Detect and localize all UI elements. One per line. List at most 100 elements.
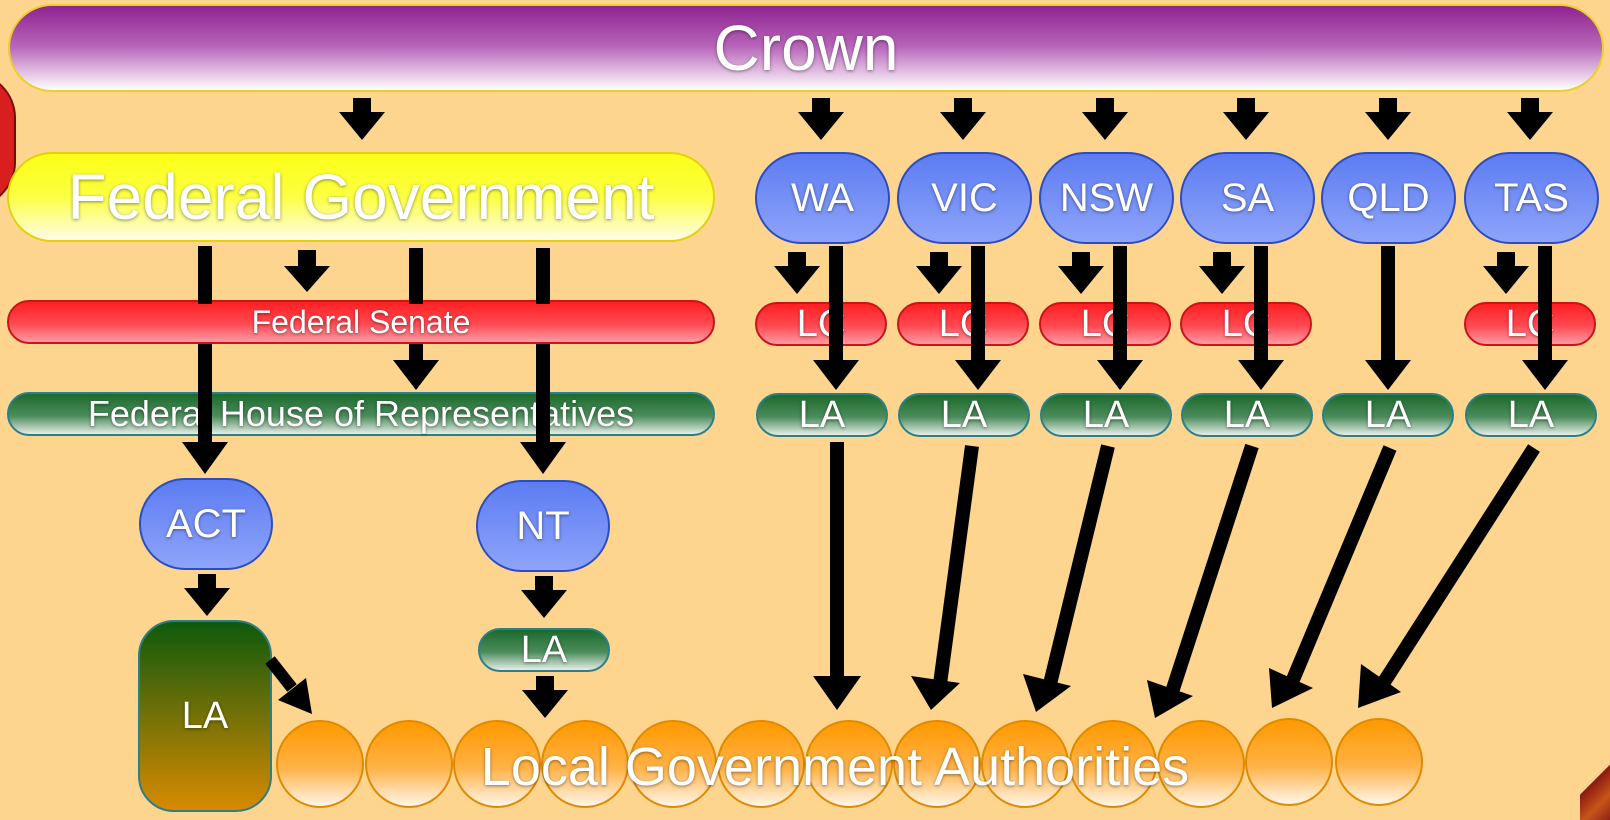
state-wa-label: WA (791, 175, 854, 220)
arrow-nt-la-to-local (522, 676, 568, 718)
crown-label: Crown (713, 12, 899, 84)
arrow-sa-la-to-local (1147, 680, 1193, 718)
line-federal-house-upper (409, 248, 423, 304)
state-nsw-box: NSW (1039, 152, 1174, 244)
local-authority-circle (717, 720, 805, 808)
arrow-to-house (393, 360, 439, 390)
state-nsw-la-box: LA (1040, 393, 1172, 437)
arrow-vic-to-la (955, 360, 1001, 390)
state-tas-label: TAS (1494, 175, 1569, 220)
line-federal-act-lower (198, 344, 212, 442)
local-authority-circle (1335, 718, 1423, 806)
local-authority-circle (1069, 720, 1157, 808)
territory-act-box: ACT (139, 478, 273, 570)
state-nsw-label: NSW (1059, 175, 1154, 220)
territory-nt-label: NT (516, 503, 570, 548)
arrow-nsw-to-la (1097, 360, 1143, 390)
local-authority-circle (541, 720, 629, 808)
federal-senate-box: Federal Senate (7, 300, 715, 344)
line-nsw-to-la (1113, 246, 1127, 362)
arrow-act-to-la (184, 574, 230, 616)
federal-senate-label: Federal Senate (251, 303, 471, 340)
state-wa-la-box: LA (756, 393, 888, 437)
territory-act-label: ACT (166, 501, 246, 546)
state-nsw-la-label: LA (1082, 393, 1130, 436)
arrow-qld-la-to-local (1269, 668, 1313, 708)
arrow-crown-to-nsw (1082, 98, 1128, 140)
local-government-label: Local Government Authorities (480, 737, 1190, 797)
federal-government-box: Federal Government (7, 152, 715, 242)
decorative-corner-image (1580, 740, 1610, 820)
local-authority-circle (276, 720, 364, 808)
state-sa-label: SA (1220, 175, 1275, 220)
local-authority-circle (453, 720, 541, 808)
local-authority-circle (1245, 718, 1333, 806)
state-qld-box: QLD (1321, 152, 1456, 244)
arrow-federal-to-senate (284, 250, 330, 292)
line-wa-to-la (829, 246, 843, 362)
state-vic-la-box: LA (898, 393, 1030, 437)
arrow-tas-to-lc (1483, 252, 1529, 294)
state-tas-la-label: LA (1507, 393, 1555, 436)
arrow-nt-to-la (521, 576, 567, 618)
line-sa-to-la (1254, 246, 1268, 362)
nt-la-box: LA (478, 628, 610, 672)
arrow-qld-to-la (1365, 360, 1411, 390)
line-federal-act-upper (198, 246, 212, 304)
state-tas-la-box: LA (1465, 393, 1597, 437)
state-sa-box: SA (1180, 152, 1315, 244)
arrow-vic-la-to-local (911, 676, 960, 710)
arrow-to-act (182, 442, 228, 474)
line-tas-to-la (1538, 246, 1552, 362)
line-vic-la-to-local (933, 445, 979, 685)
state-wa-la-label: LA (798, 393, 846, 436)
arrow-sa-to-la (1238, 360, 1284, 390)
line-vic-to-la (971, 246, 985, 362)
arrow-nsw-la-to-local (1023, 674, 1071, 712)
local-authority-circle (893, 720, 981, 808)
line-tas-la-to-local (1378, 444, 1540, 686)
state-sa-la-label: LA (1223, 393, 1271, 436)
arrow-crown-to-sa (1223, 98, 1269, 140)
local-authority-circle (365, 720, 453, 808)
arrow-crown-to-federal (339, 98, 385, 140)
line-act-la-to-local (265, 656, 297, 692)
arrow-to-nt (520, 442, 566, 474)
local-authority-circle (805, 720, 893, 808)
local-authority-circle (629, 720, 717, 808)
act-la-box: LA (138, 620, 272, 812)
arrow-wa-to-lc (774, 252, 820, 294)
arrow-crown-to-tas (1507, 98, 1553, 140)
local-authority-circle (981, 720, 1069, 808)
arrow-tas-la-to-local (1358, 664, 1401, 708)
line-federal-nt-lower (536, 344, 550, 442)
line-nsw-la-to-local (1043, 444, 1115, 686)
federal-government-label: Federal Government (67, 161, 655, 233)
local-authority-circle (1157, 720, 1245, 808)
arrow-wa-la-to-local (813, 676, 861, 710)
line-qld-la-to-local (1285, 445, 1397, 685)
state-qld-la-label: LA (1364, 393, 1412, 436)
state-wa-box: WA (755, 152, 890, 244)
territory-nt-box: NT (476, 480, 610, 572)
arrow-crown-to-vic (940, 98, 986, 140)
line-federal-nt-upper (536, 248, 550, 304)
arrow-crown-to-qld (1365, 98, 1411, 140)
state-tas-box: TAS (1464, 152, 1599, 244)
arrow-crown-to-wa (798, 98, 844, 140)
state-sa-la-box: LA (1181, 393, 1313, 437)
arrow-nsw-to-lc (1058, 252, 1104, 294)
arrow-vic-to-lc (916, 252, 962, 294)
act-la-label: LA (181, 694, 229, 737)
state-qld-la-box: LA (1322, 393, 1454, 437)
arrow-act-la-to-local (278, 678, 312, 714)
arrow-wa-to-la (813, 360, 859, 390)
state-qld-label: QLD (1347, 175, 1430, 220)
line-sa-la-to-local (1165, 443, 1259, 695)
line-qld-to-la (1381, 246, 1395, 362)
crown-box: Crown (8, 4, 1604, 92)
state-vic-box: VIC (897, 152, 1032, 244)
state-tas-lc-box: LC (1464, 302, 1596, 346)
state-vic-la-label: LA (940, 393, 988, 436)
